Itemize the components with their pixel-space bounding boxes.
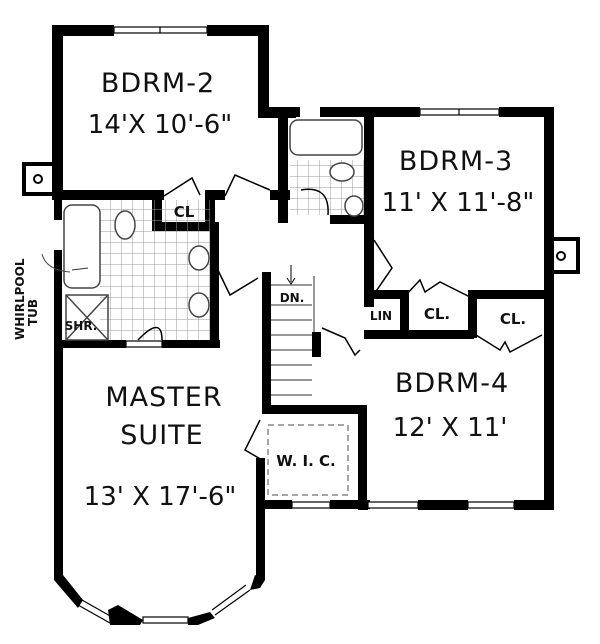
fixtures [63,119,364,341]
room-name-master-line1: MASTER [105,382,223,413]
stairs [271,276,315,396]
walls [22,25,580,625]
closet-label-hall: CL. [423,305,451,323]
whirlpool-label: WHIRLPOOL [13,258,27,340]
room-name-bdrm4: BDRM-4 [394,368,510,399]
linen-label: LIN [369,309,393,323]
room-dims-bdrm4: 12' X 11' [392,413,508,443]
closet-label-bdrm2: CL [173,203,195,221]
whirlpool-tub-label: WHIRLPOOL TUB [13,258,40,340]
door-swings [137,174,543,461]
windows [113,26,515,624]
room-name-master-line2: SUITE [120,420,204,451]
closet-label-bdrm4: CL. [499,310,527,328]
room-dims-master: 13' X 17'-6" [83,482,237,512]
room-dims-bdrm3: 11' X 11'-8" [381,188,535,218]
room-dims-bdrm2: 14'X 10'-6" [87,110,233,140]
room-name-bdrm3: BDRM-3 [398,146,514,177]
tub-label: TUB [26,298,40,326]
wic-label: W. I. C. [276,452,336,470]
shower-label: SHR. [64,319,98,333]
stairs-down-label: DN. [279,291,305,305]
room-name-bdrm2: BDRM-2 [100,68,216,99]
